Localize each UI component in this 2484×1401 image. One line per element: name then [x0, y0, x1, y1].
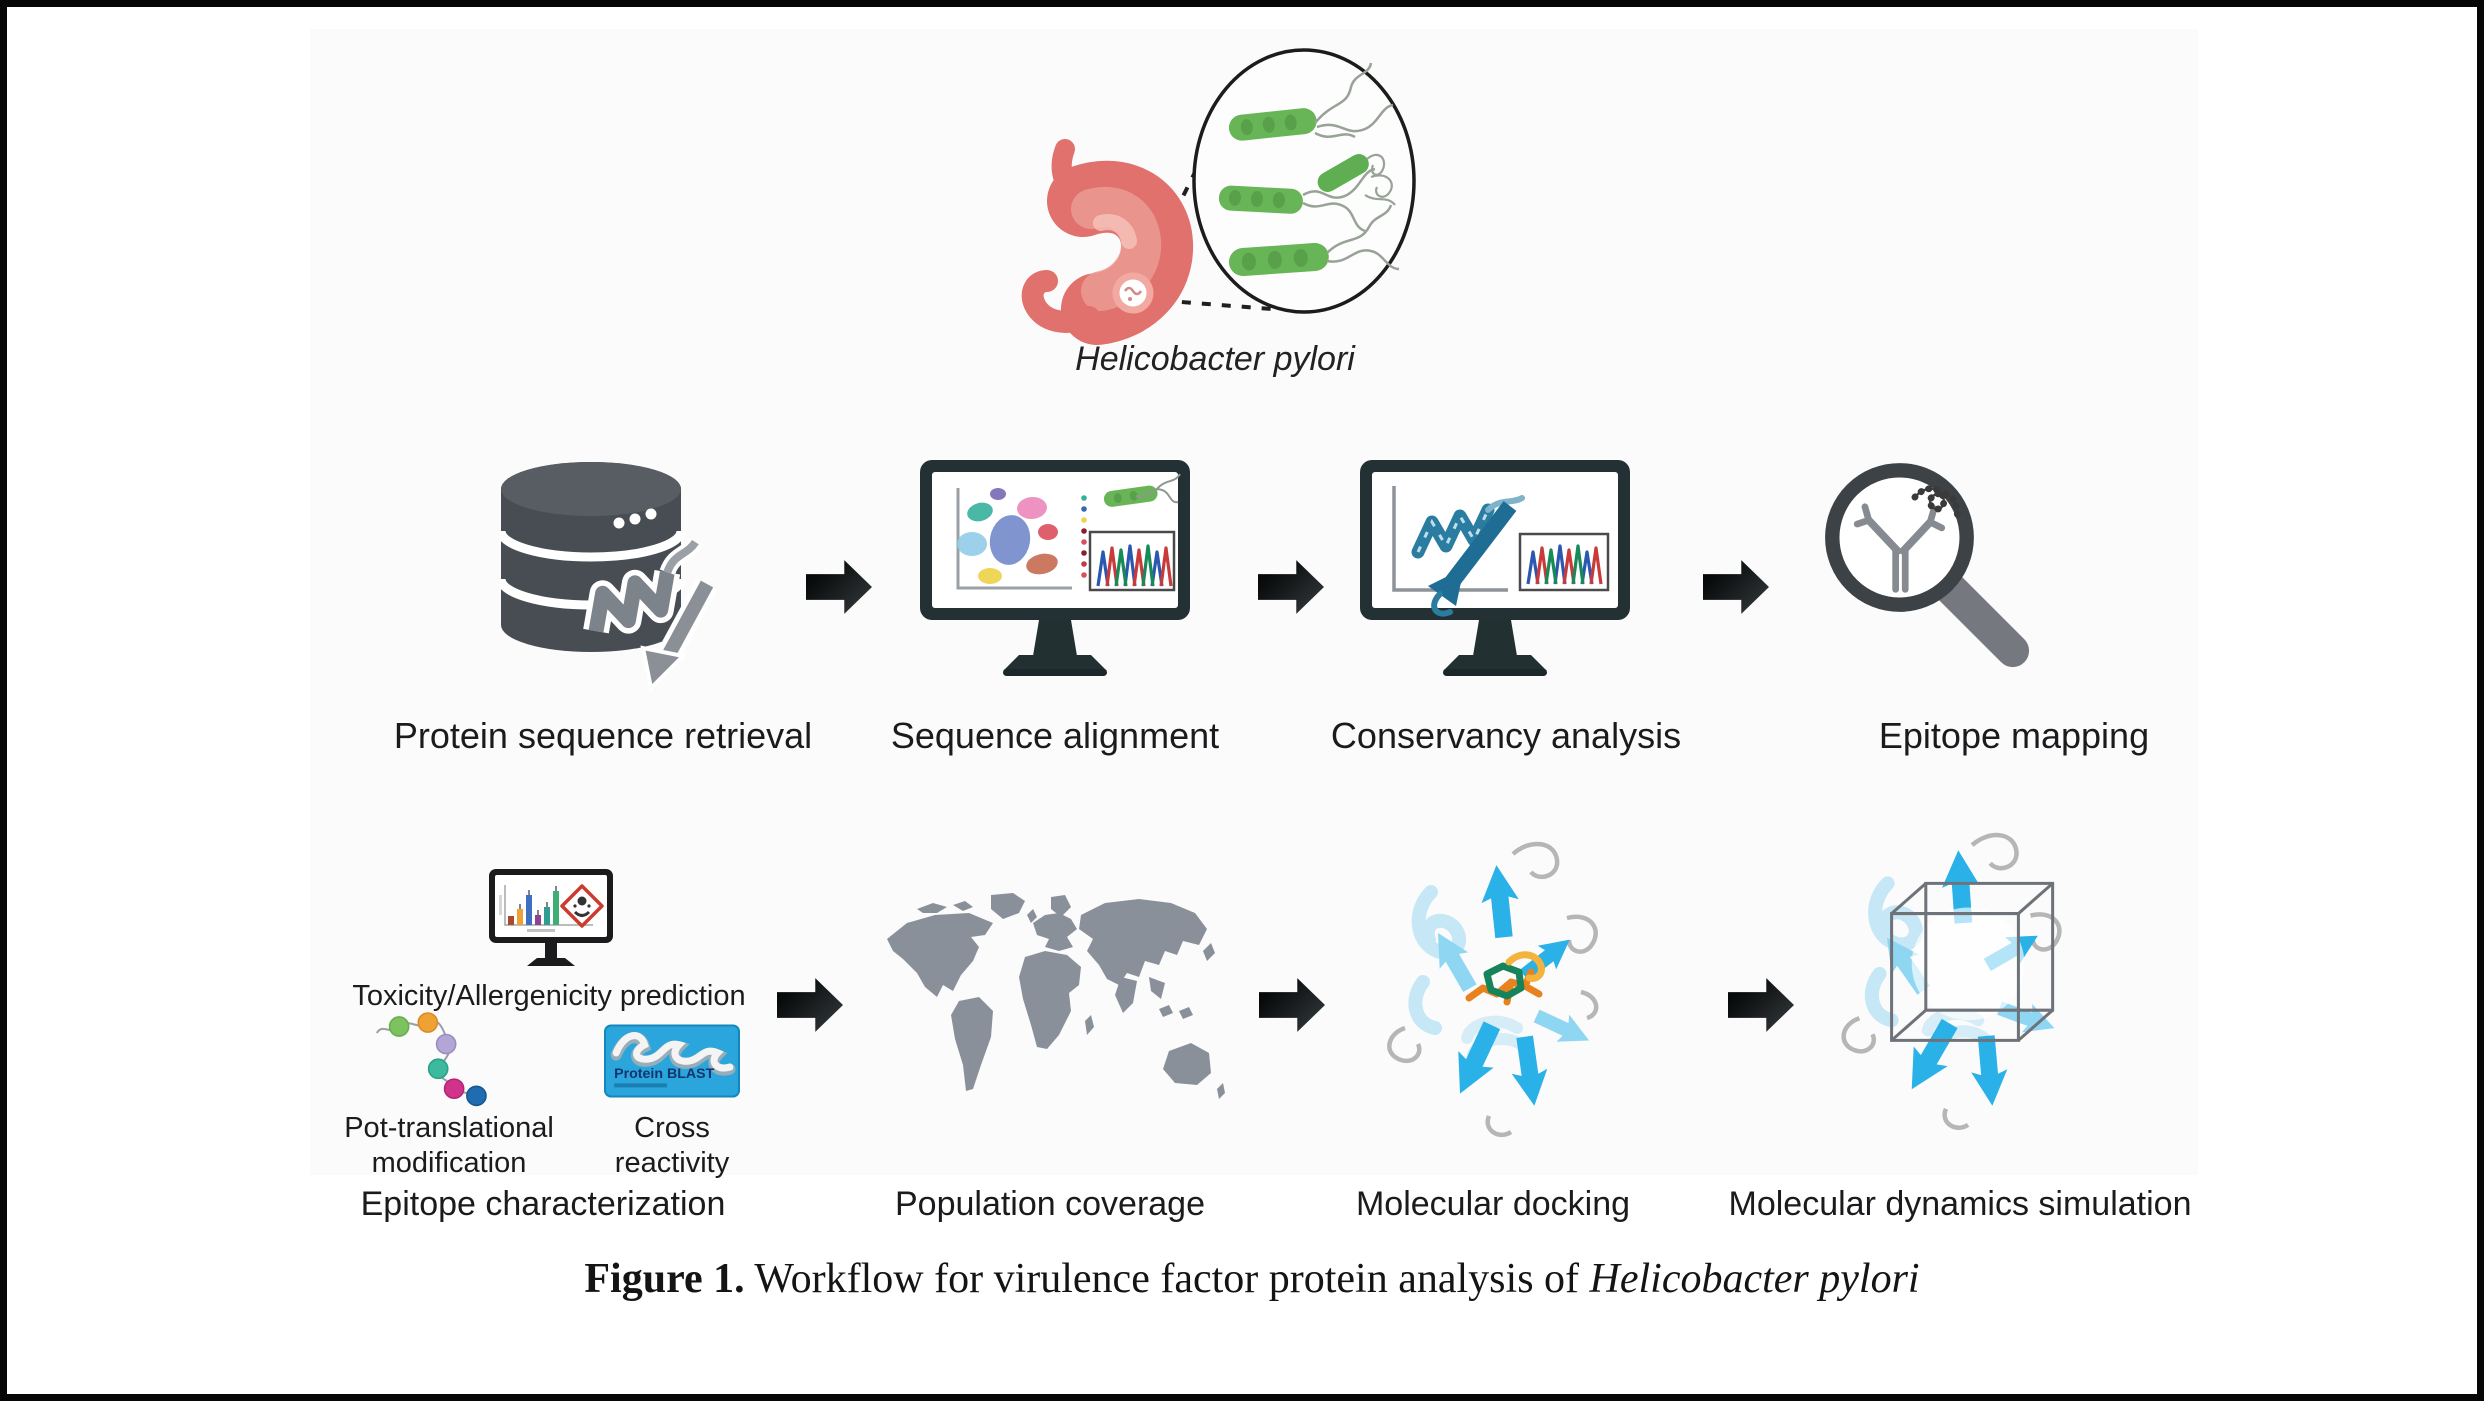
monitor-protein-chromatogram-icon	[1359, 459, 1631, 687]
step-label-molecular-docking: Molecular docking	[1355, 1185, 1631, 1223]
blast-card-text: Protein BLAST	[614, 1066, 714, 1082]
ligand	[1465, 951, 1545, 1006]
organism-label: Helicobacter pylori	[1075, 340, 1355, 378]
magnified-bacteria-circle	[1192, 48, 1416, 314]
screen-bacterium	[1103, 473, 1181, 507]
toxicity-bars	[508, 886, 559, 925]
monitor-cluster-chromatogram-icon	[919, 459, 1191, 687]
step-label-sequence-alignment: Sequence alignment	[890, 715, 1220, 756]
step-label-molecular-dynamics-simulation: Molecular dynamics simulation	[1728, 1185, 2192, 1223]
cluster-legend	[1081, 495, 1087, 578]
solvent-glow	[1911, 907, 2025, 1021]
antibody	[1853, 503, 1946, 593]
protein-blast-card-icon: Protein BLAST	[604, 1024, 740, 1098]
beads-chain-icon	[375, 1009, 487, 1111]
step-label-epitope-mapping: Epitope mapping	[1878, 715, 2150, 756]
figure-caption-organism: Helicobacter pylori	[1589, 1256, 1920, 1302]
bacterium-3	[1228, 204, 1400, 277]
simulation-box	[1890, 881, 2055, 1042]
blast-card-subtext-stripe	[614, 1083, 667, 1088]
protein-ribbon	[583, 537, 718, 693]
chromatogram-box	[1518, 532, 1610, 592]
figure-caption: Figure 1. Workflow for virulence factor …	[584, 1255, 1919, 1303]
bacterium-1	[1228, 62, 1394, 141]
protein-in-simulation-box-icon	[1829, 825, 2081, 1137]
ulcer-spot	[1112, 272, 1154, 314]
docked-ligand-protein-icon	[1371, 831, 1621, 1143]
figure-caption-text: Workflow for virulence factor protein an…	[744, 1256, 1590, 1302]
bacterium-4	[1317, 153, 1396, 206]
magnifier-antibody-icon	[1815, 453, 2055, 693]
peptide-squiggle	[1911, 485, 1967, 522]
step-label-conservancy-analysis: Conservancy analysis	[1330, 715, 1682, 756]
hazard-diamond	[560, 884, 604, 928]
step-label-protein-sequence-retrieval: Protein sequence retrieval	[393, 715, 813, 756]
world-map-icon	[873, 893, 1229, 1121]
bacterium-2	[1218, 167, 1376, 233]
chromatogram-box	[1088, 530, 1176, 592]
screen-protein	[1411, 495, 1525, 617]
database-protein-icon	[499, 457, 735, 697]
sub-label-cross-reactivity: Cross reactivity	[614, 1112, 730, 1179]
ptm-beads	[388, 1012, 487, 1107]
sub-label-ptm: Pot-translational modification	[344, 1112, 554, 1179]
group-label-epitope-characterization: Epitope characterization	[360, 1185, 726, 1223]
protein-loops	[1387, 841, 1599, 1138]
hpylori-stomach-illustration-icon	[967, 37, 1527, 367]
protein-loops	[1841, 832, 2062, 1131]
blast-helix-ribbon	[610, 1032, 736, 1076]
cluster-plot	[957, 488, 1058, 584]
stomach-icon	[1021, 139, 1193, 345]
step-label-population-coverage: Population coverage	[894, 1185, 1206, 1223]
sub-label-toxicity-allergenicity: Toxicity/Allergenicity prediction	[352, 980, 746, 1012]
monitor-barchart-hazard-icon	[489, 869, 613, 979]
figure-caption-number: Figure 1.	[584, 1256, 745, 1302]
